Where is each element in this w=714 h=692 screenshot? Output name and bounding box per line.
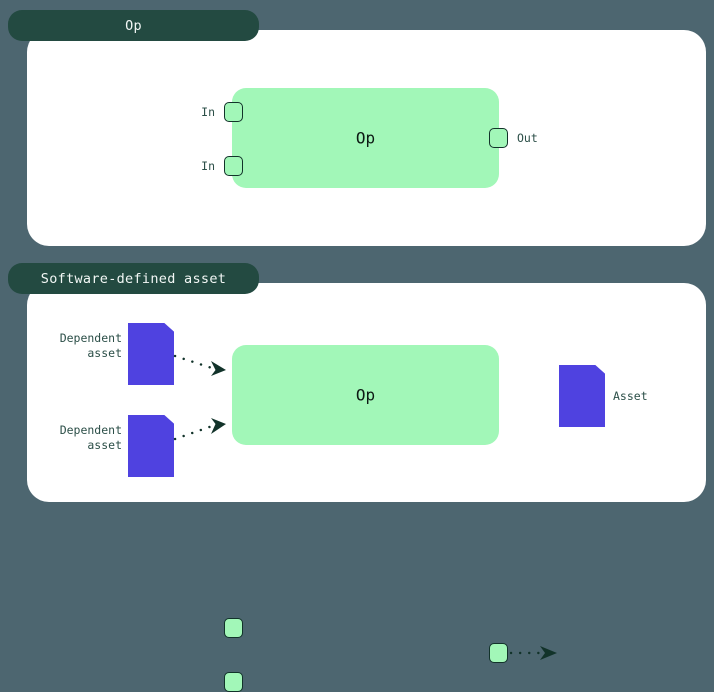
op-node-label: Op — [355, 385, 376, 405]
in-port-2[interactable] — [224, 156, 243, 176]
in-port-1[interactable] — [224, 618, 243, 638]
arrow-dependent-asset-1 — [173, 354, 226, 376]
out-port-1-label: Out — [517, 131, 538, 145]
dependent-asset-1-label: Dependent asset — [59, 331, 122, 360]
in-port-1-label: In — [201, 105, 215, 119]
in-port-2-label: In — [201, 159, 215, 173]
in-port-2[interactable] — [224, 672, 243, 692]
panel-sda-tab[interactable]: Software-defined asset — [8, 263, 259, 294]
panel-op-tab[interactable]: Op — [8, 10, 259, 41]
panel-sda-tab-label: Software-defined asset — [40, 270, 227, 287]
in-port-1[interactable] — [224, 102, 243, 122]
op-node-label: Op — [355, 128, 376, 148]
op-node[interactable]: Op — [232, 345, 499, 445]
produced-asset-icon[interactable] — [559, 365, 605, 427]
out-port-1[interactable] — [489, 643, 508, 663]
panel-software-defined-asset: Software-defined asset Op Dependent asse… — [0, 258, 714, 692]
arrow-dependent-asset-2 — [173, 418, 226, 441]
dependent-asset-1-icon[interactable] — [128, 323, 174, 385]
panel-op-tab-label: Op — [125, 17, 142, 34]
produced-asset-label: Asset — [613, 389, 648, 403]
panel-op: Op Op In In Out — [0, 0, 714, 258]
op-node[interactable]: Op — [232, 88, 499, 188]
dependent-asset-2-icon[interactable] — [128, 415, 174, 477]
dependent-asset-2-label: Dependent asset — [59, 423, 122, 452]
out-port-1[interactable] — [489, 128, 508, 148]
arrow-produced-asset — [509, 646, 557, 660]
